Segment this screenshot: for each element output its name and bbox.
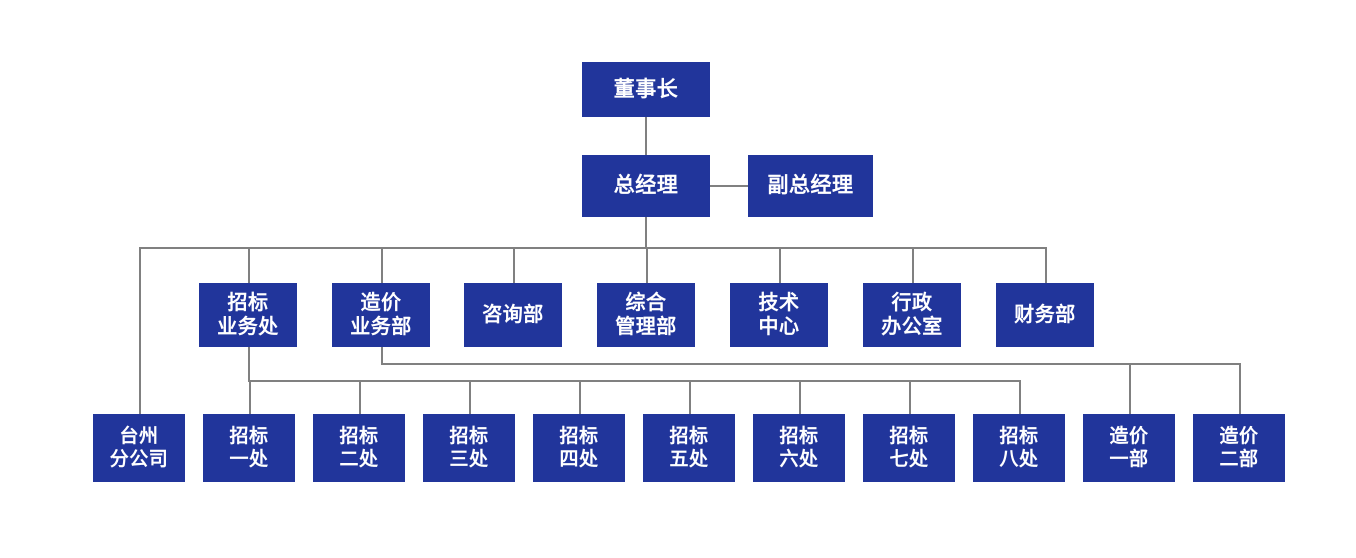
connector-bus-a-main [139, 247, 1046, 249]
org-node-consulting-dept[interactable]: 咨询部 [464, 283, 562, 347]
connector-bus-a-drop-bidding [248, 247, 250, 283]
org-node-bidding-office-4[interactable]: 招标 四处 [533, 414, 625, 482]
org-node-bidding-office-8[interactable]: 招标 八处 [973, 414, 1065, 482]
org-node-administrative-office[interactable]: 行政 办公室 [863, 283, 961, 347]
org-node-cost-dept-1[interactable]: 造价 一部 [1083, 414, 1175, 482]
connector-bus-a-drop-consulting [513, 247, 515, 283]
connector-bus-bidding [248, 380, 1019, 382]
org-node-technology-center[interactable]: 技术 中心 [730, 283, 828, 347]
connector-gm-to-bus-a [645, 217, 647, 247]
connector-bus-bidding-drop-4 [579, 380, 581, 414]
org-node-bidding-office-7[interactable]: 招标 七处 [863, 414, 955, 482]
connector-bus-a-drop-finance [1045, 247, 1047, 283]
org-node-taizhou-branch[interactable]: 台州 分公司 [93, 414, 185, 482]
org-node-bidding-office-5[interactable]: 招标 五处 [643, 414, 735, 482]
connector-cost-stem [381, 347, 383, 363]
connector-bus-cost-drop-1 [1129, 363, 1131, 414]
connector-bus-a-drop-admin [912, 247, 914, 283]
org-node-deputy-general-manager[interactable]: 副总经理 [748, 155, 873, 217]
connector-bus-a-drop-branch [139, 247, 141, 414]
connector-gm-to-deputy [710, 185, 748, 187]
org-node-general-management-dept[interactable]: 综合 管理部 [597, 283, 695, 347]
connector-bidding-stem [248, 347, 250, 380]
connector-bus-bidding-drop-1 [249, 380, 251, 414]
org-node-cost-business-dept[interactable]: 造价 业务部 [332, 283, 430, 347]
org-node-bidding-office-3[interactable]: 招标 三处 [423, 414, 515, 482]
connector-bus-bidding-drop-5 [689, 380, 691, 414]
connector-bus-cost-drop-2 [1239, 363, 1241, 414]
org-node-bidding-office-6[interactable]: 招标 六处 [753, 414, 845, 482]
org-node-bidding-office-1[interactable]: 招标 一处 [203, 414, 295, 482]
connector-bus-bidding-drop-3 [469, 380, 471, 414]
connector-bus-bidding-drop-2 [359, 380, 361, 414]
connector-bus-bidding-drop-6 [799, 380, 801, 414]
connector-bus-a-drop-tech [779, 247, 781, 283]
org-node-bidding-business-dept[interactable]: 招标 业务处 [199, 283, 297, 347]
connector-bus-bidding-drop-8 [1019, 380, 1021, 414]
connector-chairman-to-gm [645, 117, 647, 155]
connector-bus-bidding-drop-7 [909, 380, 911, 414]
connector-bus-cost [381, 363, 1239, 365]
org-node-cost-dept-2[interactable]: 造价 二部 [1193, 414, 1285, 482]
connector-bus-a-drop-general [646, 247, 648, 283]
org-node-bidding-office-2[interactable]: 招标 二处 [313, 414, 405, 482]
org-node-general-manager[interactable]: 总经理 [582, 155, 710, 217]
org-node-chairman[interactable]: 董事长 [582, 62, 710, 117]
org-node-finance-dept[interactable]: 财务部 [996, 283, 1094, 347]
connector-bus-a-drop-cost [381, 247, 383, 283]
